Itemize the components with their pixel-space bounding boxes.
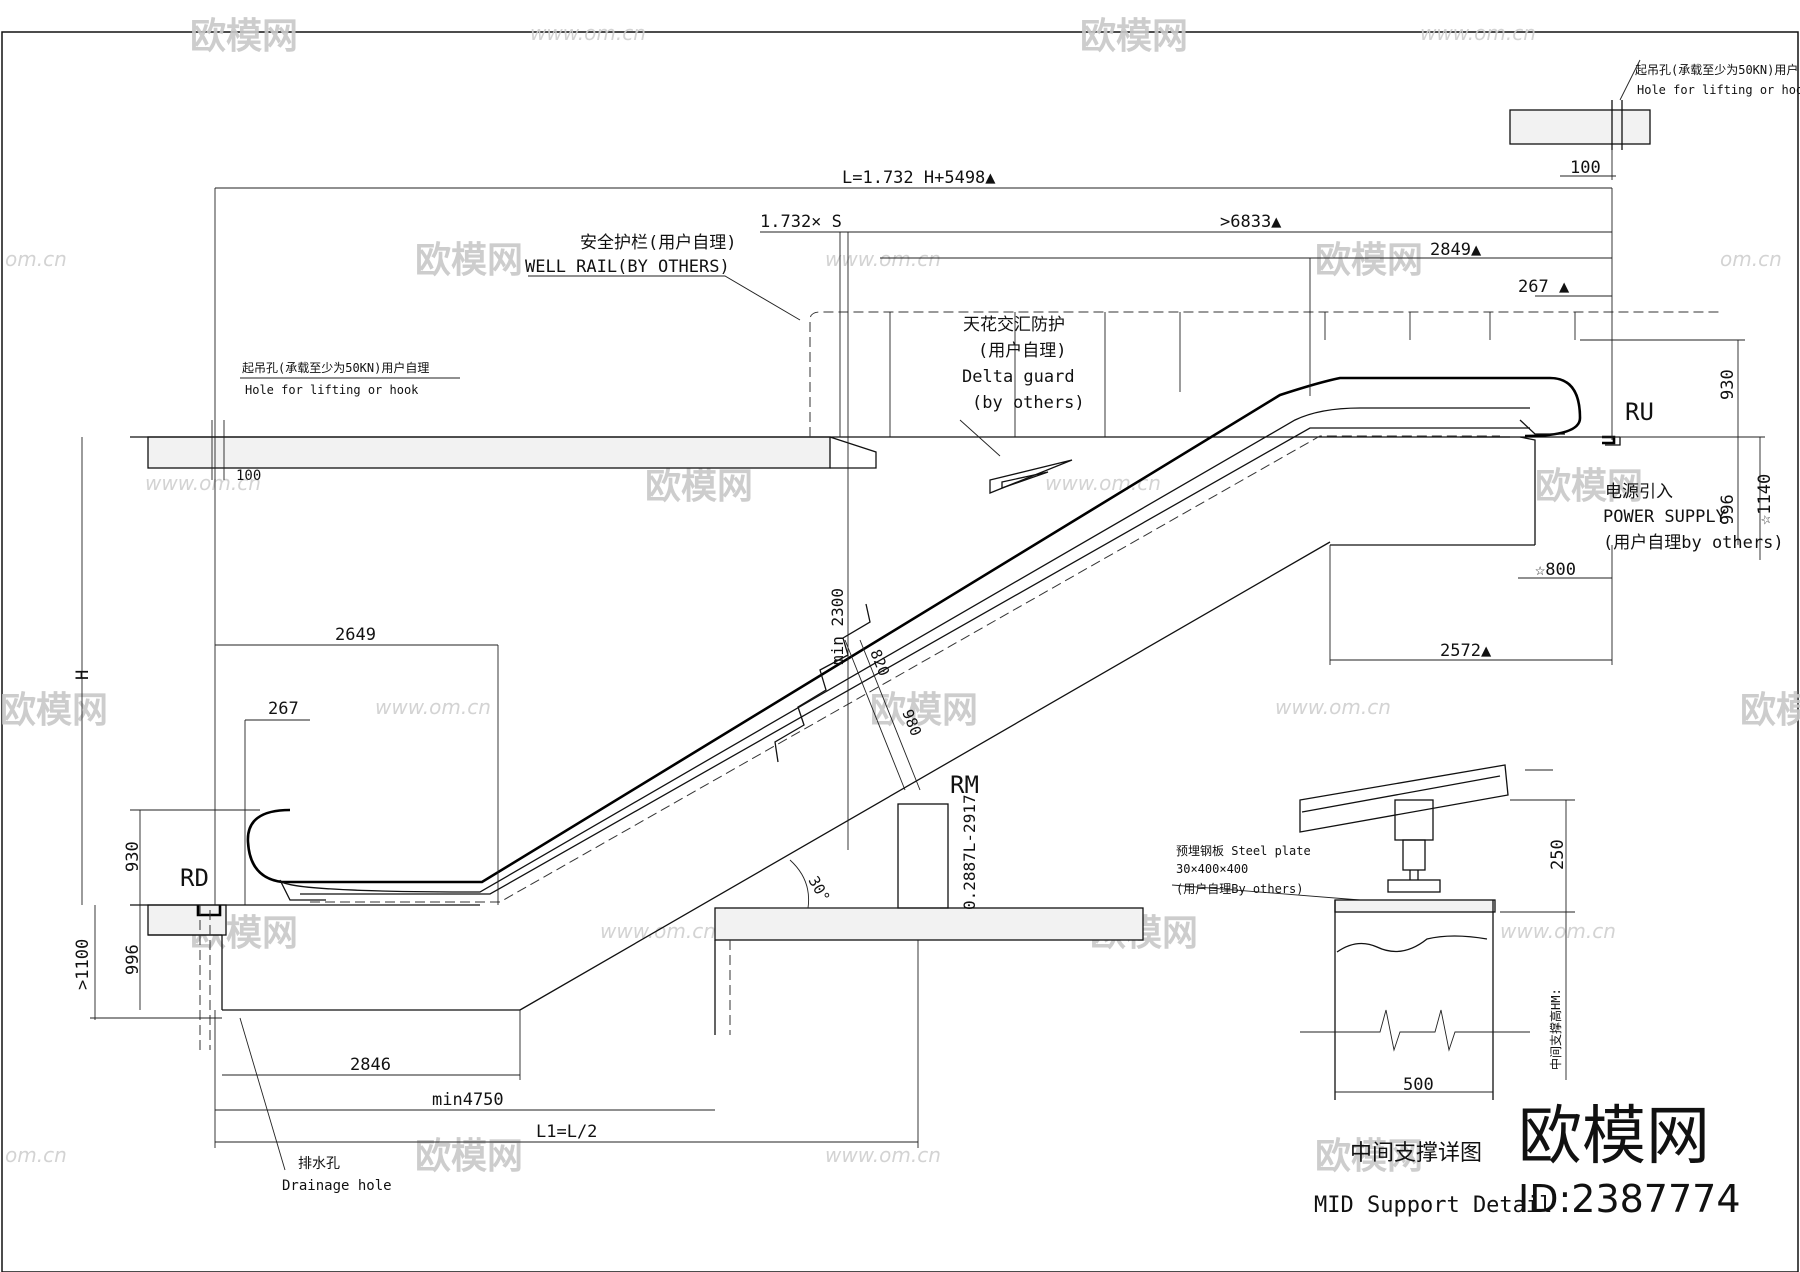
label-power-cn: 电源引入 xyxy=(1605,482,1673,502)
upper-floor-slab xyxy=(130,436,1620,469)
dim-rm-formula: 0.2887L-2917 xyxy=(960,794,979,910)
dim-lower-930: 930 xyxy=(123,841,143,872)
mid-floor-slab xyxy=(714,803,1144,1035)
label-hook-cn-right: 起吊孔(承载至少为50KN)用户自理 xyxy=(1635,62,1800,77)
dim-lower-267: 267 xyxy=(268,699,299,719)
dim-hole-100-left: 100 xyxy=(236,468,261,484)
watermark-url: www.om.cn xyxy=(530,21,646,45)
watermark-stamp: 欧模网 ID:2387774 xyxy=(1518,1100,1741,1221)
escalator-truss xyxy=(221,427,1530,1011)
mid-support-detail xyxy=(1299,764,1575,1100)
dimension-lines xyxy=(81,100,1765,1148)
label-rd: RD xyxy=(180,864,209,892)
label-mid-height: 中间支撑高HM: xyxy=(1548,988,1563,1070)
dim-support-250: 250 xyxy=(1548,839,1568,870)
watermark-short: om.cn xyxy=(1720,247,1782,271)
dim-upper-1140: ☆1140 xyxy=(1755,474,1775,525)
watermark-brand: 欧模网 xyxy=(0,690,108,731)
watermark-brand: 欧模网 xyxy=(870,690,978,731)
watermark-url: www.om.cn xyxy=(1420,21,1536,45)
dim-upper-2572: 2572▲ xyxy=(1440,641,1492,661)
escalator-handrail xyxy=(246,376,1582,884)
watermark-brand: 欧模网 xyxy=(1535,466,1643,507)
dim-min-2300: min 2300 xyxy=(828,588,847,665)
watermark-url: www.om.cn xyxy=(1045,471,1161,495)
label-steel-size: 30×400×400 xyxy=(1176,862,1248,876)
watermark-brand: 欧模网 xyxy=(1080,16,1188,57)
watermark-brand: 欧模网 xyxy=(645,466,753,507)
brand-id: ID:2387774 xyxy=(1518,1177,1741,1221)
dim-820: 820 xyxy=(866,647,893,679)
label-drain-en: Drainage hole xyxy=(282,1178,392,1194)
watermark-brand: 欧模网 xyxy=(1740,690,1800,731)
watermark-url: www.om.cn xyxy=(145,471,261,495)
label-well-rail-cn: 安全护栏(用户自理) xyxy=(580,233,736,253)
drawing-frame xyxy=(1,31,1799,1272)
dim-l1: L1=L/2 xyxy=(536,1122,597,1142)
watermark-brand: 欧模网 xyxy=(415,1136,523,1177)
dim-lower-1100: >1100 xyxy=(73,939,93,990)
label-rm: RM xyxy=(950,771,979,799)
dim-upper-min: >6833▲ xyxy=(1220,212,1282,232)
dim-upper-930: 930 xyxy=(1718,369,1738,400)
label-power-en: POWER SUPPLY xyxy=(1603,507,1726,527)
lower-floor-slab xyxy=(130,904,480,1050)
label-hook-en-right: Hole for lifting or hook xyxy=(1637,83,1800,97)
dim-lower-996: 996 xyxy=(123,944,143,975)
brand-logo-text: 欧模网 xyxy=(1518,1100,1710,1174)
dim-upper-996: 996 xyxy=(1718,494,1738,525)
dim-hole-100-right: 100 xyxy=(1570,158,1601,178)
label-hook-en-left: Hole for lifting or hook xyxy=(245,383,419,397)
dim-min-4750: min4750 xyxy=(432,1090,504,1110)
lifting-hole-detail xyxy=(1509,100,1651,177)
watermark-url: www.om.cn xyxy=(1275,695,1391,719)
dim-upper-800: ☆800 xyxy=(1535,560,1576,580)
dim-lower-2846: 2846 xyxy=(350,1055,391,1075)
dim-total-length: L=1.732 H+5498▲ xyxy=(842,168,996,188)
landing-teeth xyxy=(279,419,1565,901)
dim-s-length: 1.732× S xyxy=(760,212,842,232)
watermark-url: www.om.cn xyxy=(825,247,941,271)
label-hook-cn-left: 起吊孔(承载至少为50KN)用户自理 xyxy=(242,360,429,375)
label-detail-en: MID Support Detail xyxy=(1314,1193,1552,1218)
watermark-layer: 欧模网 欧模网 www.om.cn www.om.cn 欧模网 欧模网 www.… xyxy=(0,16,1800,1177)
label-drain-cn: 排水孔 xyxy=(298,1156,340,1172)
label-ru: RU xyxy=(1625,398,1654,426)
dim-height: H xyxy=(73,670,93,680)
escalator-steps xyxy=(774,603,871,763)
watermark-short: om.cn xyxy=(5,247,67,271)
label-detail-cn: 中间支撑详图 xyxy=(1350,1141,1482,1166)
delta-guard-icon xyxy=(989,459,1073,494)
watermark-url: www.om.cn xyxy=(1500,919,1616,943)
annotation-texts: 安全护栏(用户自理) WELL RAIL(BY OTHERS) 天花交汇防护 (… xyxy=(180,62,1800,1218)
label-well-rail-en: WELL RAIL(BY OTHERS) xyxy=(525,257,730,277)
dim-upper-267: 267 ▲ xyxy=(1518,277,1570,297)
dim-upper-2849: 2849▲ xyxy=(1430,240,1482,260)
label-delta-cn-2: (用户自理) xyxy=(978,341,1066,361)
dimension-texts: L=1.732 H+5498▲ 1.732× S >6833▲ 2849▲ 26… xyxy=(73,158,1775,1142)
dim-support-500: 500 xyxy=(1403,1075,1434,1095)
well-rail xyxy=(809,311,1720,437)
label-power-by: (用户自理by others) xyxy=(1603,533,1784,553)
watermark-brand: 欧模网 xyxy=(1315,1136,1423,1177)
watermark-brand: 欧模网 xyxy=(1315,240,1423,281)
escalator-balustrade-inner xyxy=(281,407,1530,893)
label-steel-by: (用户自理By others) xyxy=(1176,881,1303,896)
watermark-brand: 欧模网 xyxy=(415,240,523,281)
watermark-short: om.cn xyxy=(5,1143,67,1167)
label-delta-en-2: (by others) xyxy=(972,393,1085,413)
label-delta-en-1: Delta guard xyxy=(962,367,1075,387)
label-delta-cn-1: 天花交汇防护 xyxy=(963,315,1065,335)
leader-lines xyxy=(239,59,1641,1171)
watermark-url: www.om.cn xyxy=(375,695,491,719)
watermark-url: www.om.cn xyxy=(825,1143,941,1167)
label-steel-cn: 预埋钢板 Steel plate xyxy=(1176,844,1311,858)
dim-lower-2649: 2649 xyxy=(335,625,376,645)
watermark-brand: 欧模网 xyxy=(190,16,298,57)
